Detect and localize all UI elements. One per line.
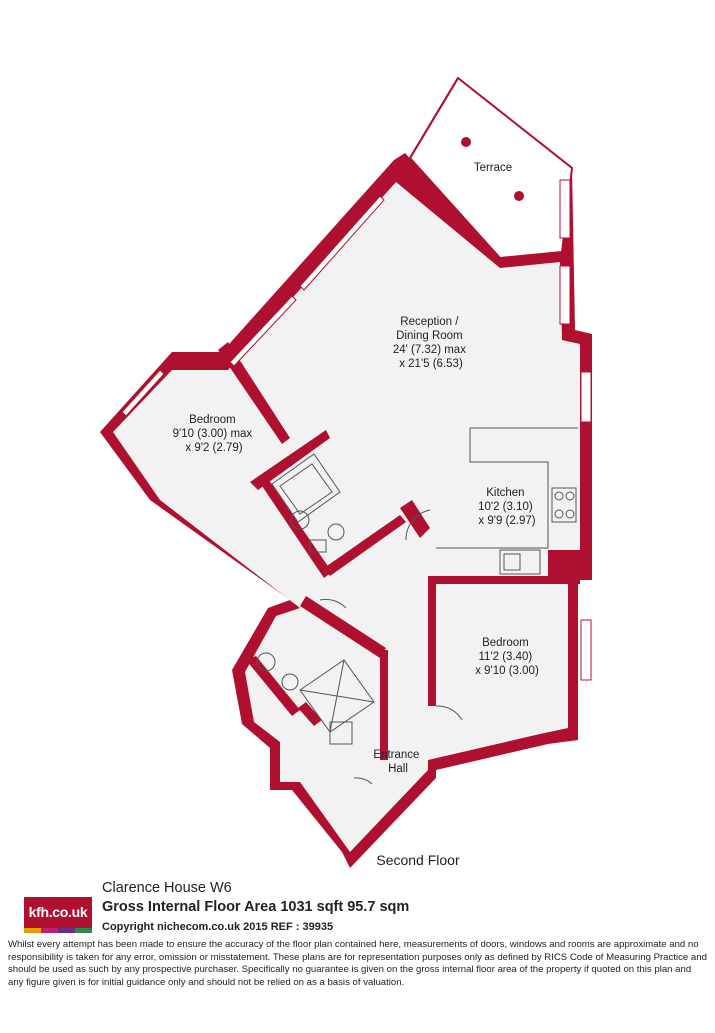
copyright-ref: Copyright nichecom.co.uk 2015 REF : 3993… <box>102 921 334 933</box>
reception-label-line: 24' (7.32) max <box>393 344 466 356</box>
bedroom-1-label-line: x 9'2 (2.79) <box>185 442 242 454</box>
kitchen-label-line: Kitchen <box>486 487 524 499</box>
floor-label: Second Floor <box>376 852 460 868</box>
logo-stripes <box>24 928 92 933</box>
bedroom-2-label-line: 11'2 (3.40) <box>479 651 533 663</box>
windows <box>121 179 592 681</box>
logo-text: kfh.co.uk <box>28 904 88 920</box>
bedroom-2-label-line: Bedroom <box>482 637 529 649</box>
reception-label: Reception / Dining Room 24' (7.32) max x… <box>393 316 469 370</box>
bedroom-1-label: Bedroom 9'10 (3.00) max x 9'2 (2.79) <box>173 414 256 454</box>
bedroom-1-label-line: Bedroom <box>189 414 236 426</box>
floor-plan: Terrace Reception / Dining Room 24' (7.3… <box>100 76 592 868</box>
kitchen-label: Kitchen 10'2 (3.10) x 9'9 (2.97) <box>478 487 536 527</box>
floor-area: Gross Internal Floor Area 1031 sqft 95.7… <box>102 899 410 915</box>
bedroom-2-label: Bedroom 11'2 (3.40) x 9'10 (3.00) <box>475 637 539 677</box>
bathroom-fixtures <box>256 453 375 745</box>
logo-stripe <box>41 928 58 933</box>
bedroom-1-label-line: 9'10 (3.00) max <box>173 428 253 440</box>
hall-label: Entrance Hall <box>373 749 422 775</box>
terrace-label-line: Terrace <box>474 162 512 174</box>
apartment-floor <box>113 182 580 852</box>
reception-label-line: x 21'5 (6.53) <box>399 358 463 370</box>
kitchen-label-line: 10'2 (3.10) <box>478 501 533 513</box>
hall-label-line: Entrance <box>373 749 419 761</box>
logo-stripe <box>75 928 92 933</box>
terrace-label: Terrace <box>474 162 512 174</box>
door-swings <box>319 509 463 785</box>
property-title: Clarence House W6 <box>102 880 232 896</box>
logo-stripe <box>24 928 41 933</box>
hall-label-line: Hall <box>388 763 408 775</box>
interior-walls <box>218 342 580 760</box>
kitchen-label-line: x 9'9 (2.97) <box>478 515 535 527</box>
terrace-post <box>461 137 471 147</box>
logo-stripe <box>58 928 75 933</box>
kfh-logo: kfh.co.uk <box>24 897 92 933</box>
terrace-post <box>514 191 524 201</box>
bedroom-2-label-line: x 9'10 (3.00) <box>475 665 539 677</box>
reception-label-line: Dining Room <box>396 330 462 342</box>
disclaimer: Whilst every attempt has been made to en… <box>8 939 707 988</box>
reception-label-line: Reception / <box>400 316 459 328</box>
kitchen-units <box>436 427 578 575</box>
